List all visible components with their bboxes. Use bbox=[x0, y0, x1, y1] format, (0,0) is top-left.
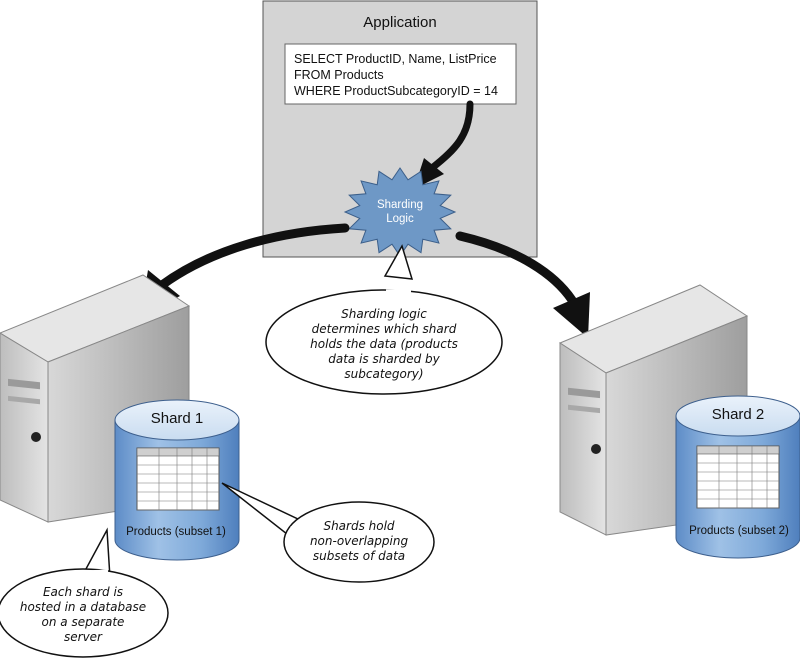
callout-each-shard-line-4: server bbox=[64, 630, 103, 644]
application-title: Application bbox=[363, 14, 436, 31]
query-line-2: FROM Products bbox=[294, 68, 384, 82]
callout-sharding-logic-line-5: subcategory) bbox=[344, 367, 423, 381]
callout-each-shard: Each shard is hosted in a database on a … bbox=[0, 527, 169, 658]
shard-2-title: Shard 2 bbox=[712, 406, 765, 423]
query-line-1: SELECT ProductID, Name, ListPrice bbox=[294, 52, 497, 66]
shard-1-table-icon bbox=[136, 447, 220, 511]
query-line-3: WHERE ProductSubcategoryID = 14 bbox=[294, 84, 498, 98]
shard-2-table-label: Products (subset 2) bbox=[689, 525, 789, 537]
callout-sharding-logic-line-2: determines which shard bbox=[312, 322, 457, 336]
server-right-power-button bbox=[591, 444, 601, 454]
callout-each-shard-line-3: on a separate bbox=[42, 615, 125, 629]
callout-shards-hold-line-1: Shards hold bbox=[323, 519, 394, 533]
shard-1-table-label: Products (subset 1) bbox=[126, 526, 226, 538]
shard-2-table-icon bbox=[696, 445, 780, 509]
callout-sharding-logic-line-4: data is sharded by bbox=[328, 352, 440, 366]
shard-1-cylinder: Shard 1 Products (subset 1) bbox=[114, 399, 240, 561]
shard-1-title: Shard 1 bbox=[151, 410, 204, 427]
callout-each-shard-line-2: hosted in a database bbox=[20, 600, 146, 614]
server-left-power-button bbox=[31, 432, 41, 442]
query-box bbox=[284, 43, 517, 105]
callout-each-shard-line-1: Each shard is bbox=[43, 585, 123, 599]
callout-shards-hold-line-3: subsets of data bbox=[313, 549, 405, 563]
callout-shards-hold: Shards hold non-overlapping subsets of d… bbox=[221, 482, 435, 583]
callout-sharding-logic-line-3: holds the data (products bbox=[310, 337, 458, 351]
callout-shards-hold-line-2: non-overlapping bbox=[310, 534, 409, 548]
sharding-logic-label-1: Sharding bbox=[377, 199, 423, 211]
sharding-logic-label-2: Logic bbox=[386, 213, 414, 225]
logic-to-shard2-arrow bbox=[455, 231, 590, 338]
callout-sharding-logic-line-1: Sharding logic bbox=[341, 307, 427, 321]
callout-sharding-logic: Sharding logic determines which shard ho… bbox=[265, 244, 503, 395]
sharding-logic-burst: Sharding Logic bbox=[343, 167, 457, 257]
shard-2-cylinder: Shard 2 Products (subset 2) bbox=[675, 395, 800, 559]
